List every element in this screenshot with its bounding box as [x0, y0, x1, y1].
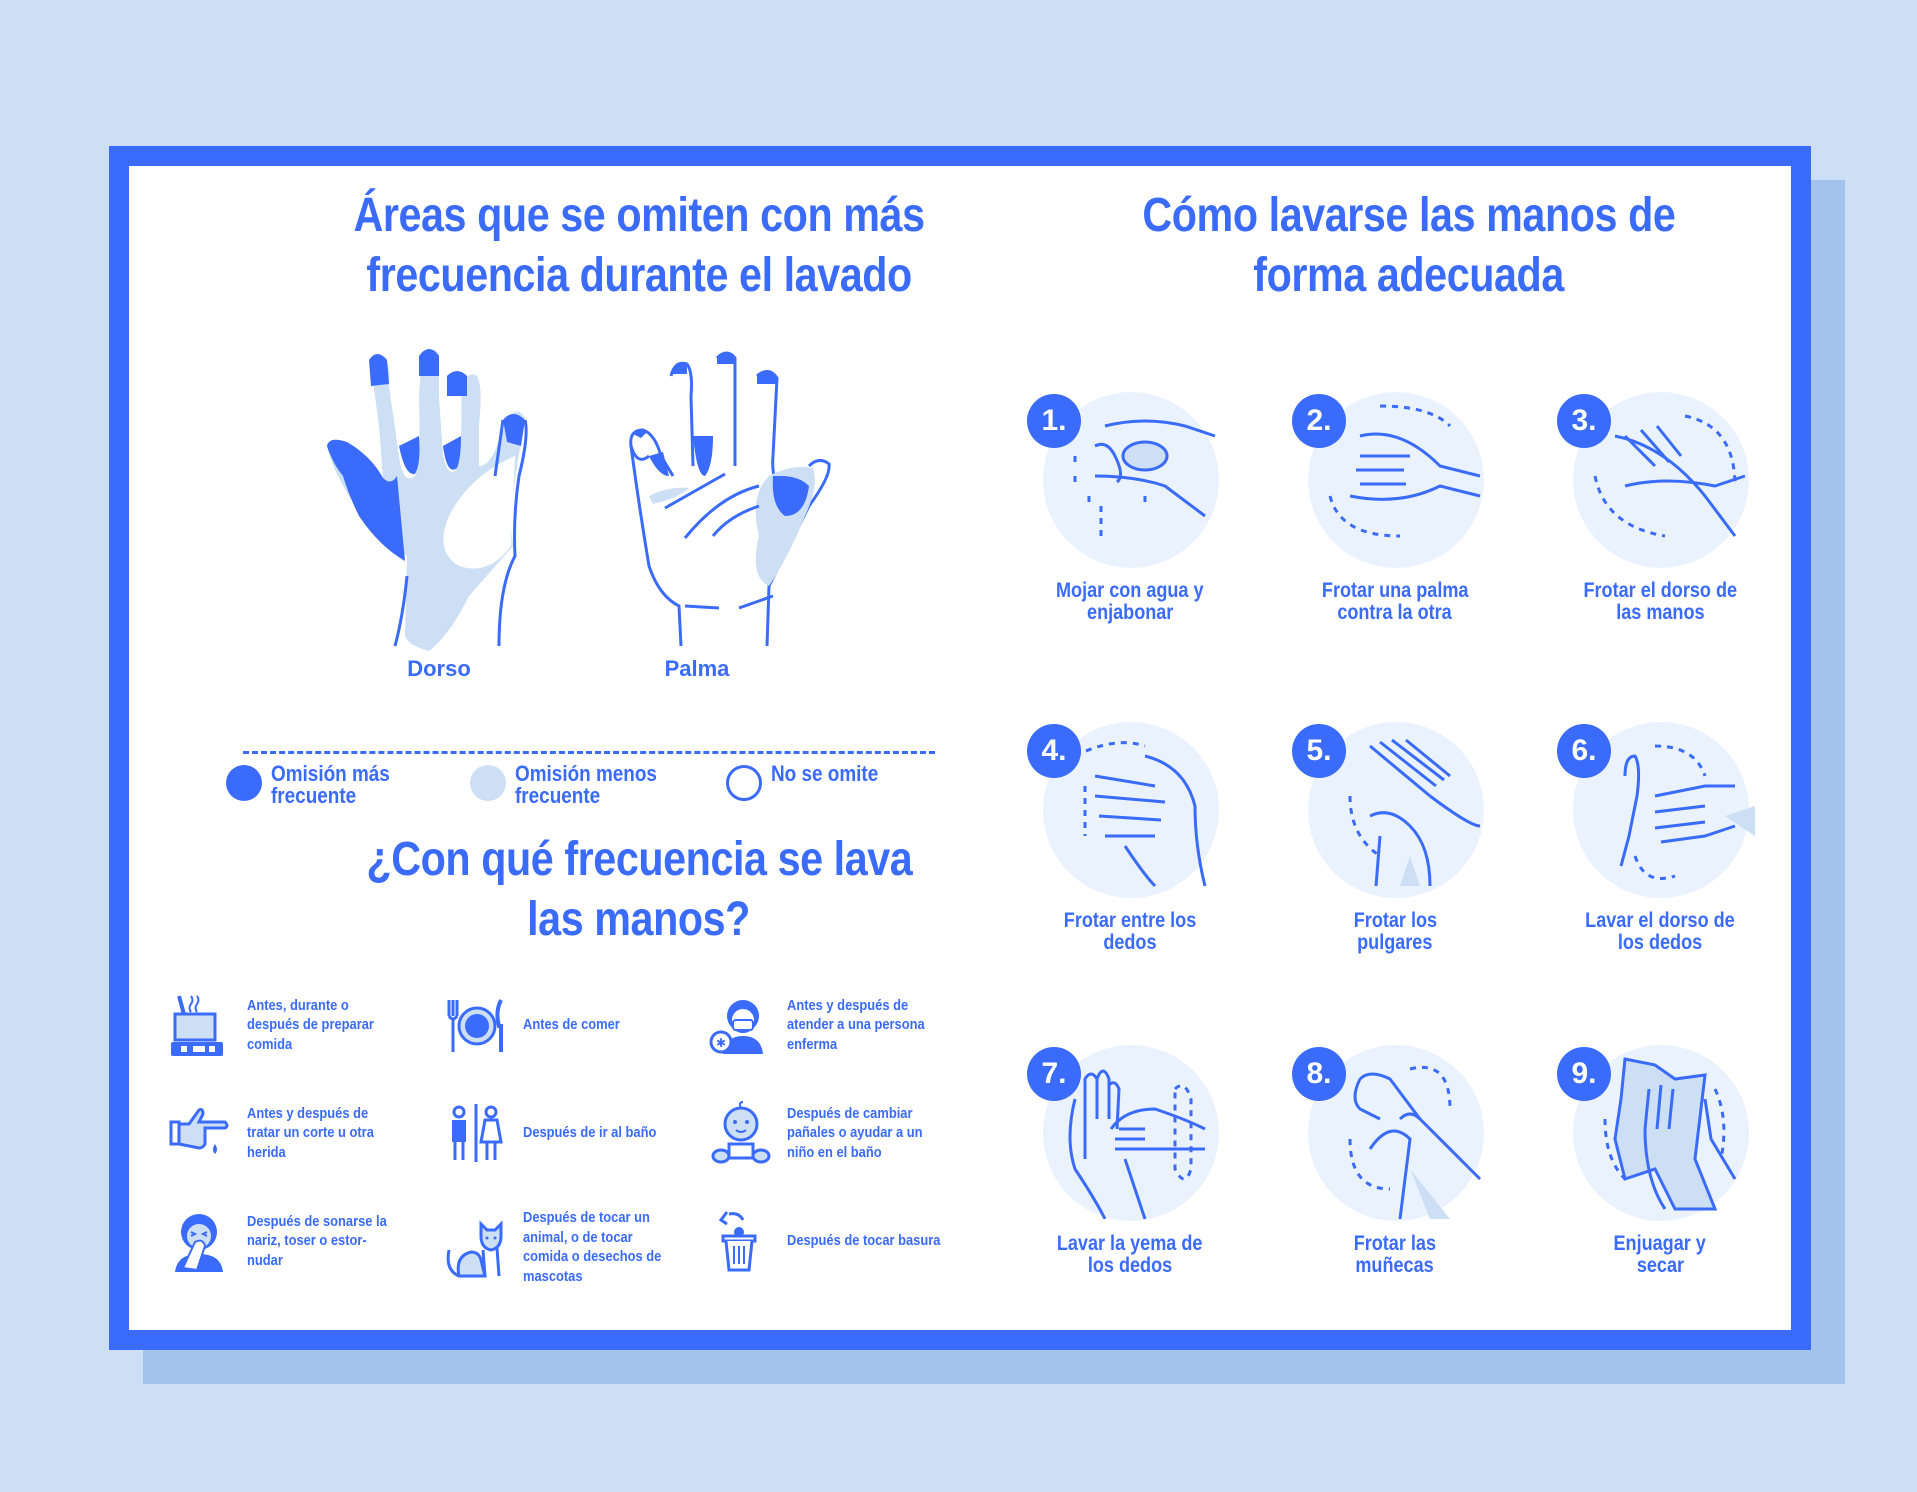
step-number-badge: 8.: [1292, 1047, 1346, 1101]
hand-back-label: Dorso: [407, 656, 471, 681]
freq-item-trash: Después de tocar basura: [709, 1208, 949, 1274]
step-number-badge: 3.: [1557, 394, 1611, 448]
step-1: 1. Mojar con agua y enjabonar: [1005, 386, 1255, 624]
step-number-badge: 1.: [1027, 394, 1081, 448]
plate-cutlery-icon: [447, 999, 503, 1052]
freq-item-wound: Antes y después de tratar un corte u otr…: [169, 1100, 409, 1166]
poster-sheet: Áreas que se omiten con más frecuencia d…: [129, 166, 1791, 1330]
step-number-badge: 7.: [1027, 1047, 1081, 1101]
trash-can-icon: [718, 1211, 757, 1272]
step-number-badge: 9.: [1557, 1047, 1611, 1101]
legend-swatch-outline: [726, 765, 762, 801]
fingertips-icon: [1068, 1069, 1206, 1219]
cooking-pot-icon: [171, 995, 223, 1056]
step-number-badge: 4.: [1027, 724, 1081, 778]
towel-dry-icon: [1603, 1057, 1737, 1211]
rub-back-hands-icon: [1593, 414, 1746, 538]
step-5: 5. Frotar los pulgares: [1270, 716, 1520, 954]
legend-item-not-omitted: No se omite: [726, 763, 896, 801]
rub-palms-icon: [1328, 404, 1481, 538]
freq-item-cooking: Antes, durante o después de preparar com…: [169, 992, 409, 1058]
cat-icon: [446, 1220, 503, 1278]
step-number-badge: 6.: [1557, 724, 1611, 778]
sneezing-person-icon: [175, 1214, 223, 1272]
legend-divider: [243, 751, 935, 754]
bleeding-hand-icon: [169, 1108, 229, 1154]
how-to-wash-title: Cómo lavarse las manos de forma adecuada: [1142, 189, 1676, 302]
legend-item-most-omitted: Omisión más frecuente: [226, 763, 409, 807]
freq-item-pet: Después de tocar un animal, o de tocar c…: [445, 1208, 685, 1286]
legend-swatch-light: [470, 765, 506, 801]
freq-item-sick-person: ✱ Antes y después de atender a una perso…: [709, 992, 949, 1058]
step-6: 6. Lavar el dorso de los dedos: [1535, 716, 1785, 954]
wet-soap-hands-icon: [1073, 419, 1216, 536]
step-4: 4. Frotar entre los dedos: [1005, 716, 1255, 954]
step-2: 2. Frotar una palma contra la otra: [1270, 386, 1520, 624]
how-often-title: ¿Con qué frecuencia se lava las manos?: [366, 833, 912, 946]
restroom-icon: [452, 1104, 503, 1162]
legend-item-less-omitted: Omisión menos frecuente: [470, 763, 680, 807]
freq-item-restroom: Después de ir al baño: [445, 1100, 685, 1166]
step-8: 8. Frotar las muñecas: [1270, 1039, 1520, 1277]
freq-item-sneezing: Después de sonarse la nariz, toser o est…: [169, 1208, 409, 1274]
legend-swatch-dark: [226, 765, 262, 801]
hand-palm-label: Palma: [664, 656, 730, 681]
step-3: 3. Frotar el dorso de las manos: [1535, 386, 1785, 624]
rub-thumbs-icon: [1348, 738, 1481, 887]
step-9: 9. Enjuagar y secar: [1535, 1039, 1785, 1277]
back-of-fingers-icon: [1619, 744, 1755, 880]
poster-frame: Áreas que se omiten con más frecuencia d…: [109, 146, 1811, 1350]
omitted-areas-title: Áreas que se omiten con más frecuencia d…: [353, 189, 925, 302]
rub-wrists-icon: [1348, 1066, 1482, 1219]
freq-item-diaper: Después de cambiar pañales o ayudar a un…: [709, 1100, 949, 1166]
masked-person-icon: ✱: [709, 1000, 763, 1054]
hand-back-icon: [327, 349, 528, 651]
step-7: 7. Lavar la yema de los dedos: [1005, 1039, 1255, 1277]
step-number-badge: 5.: [1292, 724, 1346, 778]
freq-item-eating: Antes de comer: [445, 992, 685, 1058]
hand-palm-icon: [629, 351, 831, 647]
interlace-fingers-icon: [1074, 741, 1207, 888]
svg-text:✱: ✱: [716, 1036, 726, 1050]
baby-diaper-icon: [711, 1101, 771, 1164]
step-number-badge: 2.: [1292, 394, 1346, 448]
